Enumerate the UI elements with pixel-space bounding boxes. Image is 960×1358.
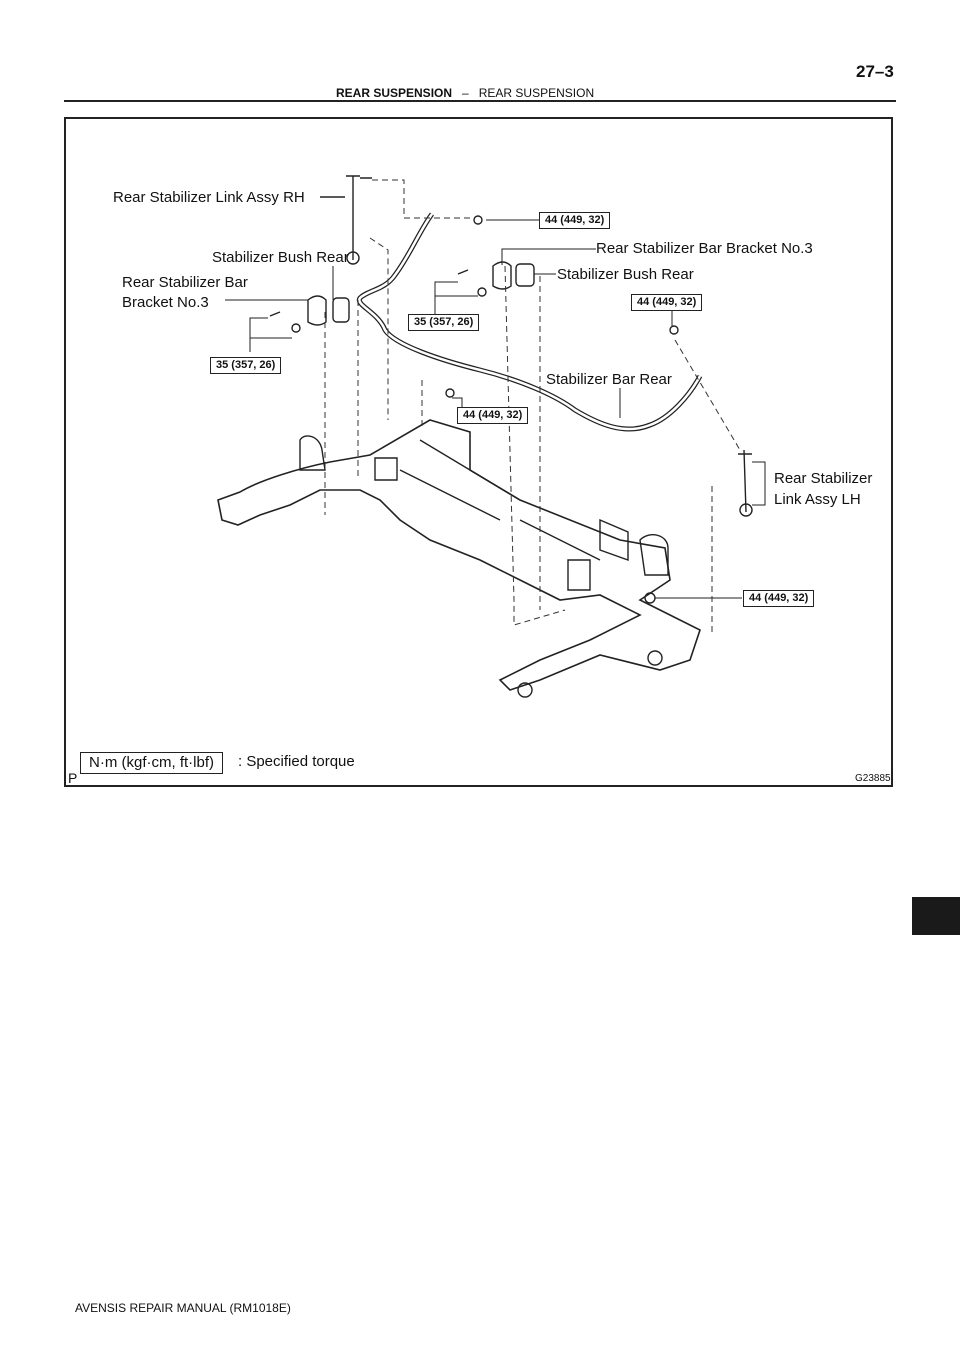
torque-badge: 44 (449, 32) xyxy=(457,407,529,424)
header-rule xyxy=(64,100,896,102)
label-bush-rear-right: Stabilizer Bush Rear xyxy=(557,266,694,283)
bracket-left-drawing xyxy=(307,295,327,326)
label-link-rh: Rear Stabilizer Link Assy RH xyxy=(113,189,305,206)
link-lh-drawing xyxy=(738,449,753,517)
subframe-drawing xyxy=(217,419,701,691)
label-bush-rear-left: Stabilizer Bush Rear xyxy=(212,249,349,266)
label-bracket-left-line1: Rear Stabilizer Bar xyxy=(122,274,248,291)
label-bracket-right: Rear Stabilizer Bar Bracket No.3 xyxy=(596,240,813,257)
leader-t2 xyxy=(249,317,292,352)
footer-manual-title: AVENSIS REPAIR MANUAL (RM1018E) xyxy=(75,1301,291,1315)
torque-badge: 44 (449, 32) xyxy=(743,590,815,607)
figure-frame xyxy=(64,117,893,787)
label-link-lh-line1: Rear Stabilizer xyxy=(774,470,873,487)
section-tab-marker xyxy=(912,897,960,935)
leader-t4 xyxy=(434,281,478,314)
leader-bracket-right xyxy=(501,248,596,265)
torque-unit-legend-box: N·m (kgf·cm, ft·lbf) xyxy=(80,752,223,774)
torque-legend-text: : Specified torque xyxy=(238,753,355,770)
label-bar-rear: Stabilizer Bar Rear xyxy=(546,371,672,388)
bush-right-drawing xyxy=(515,263,535,287)
torque-badge: 44 (449, 32) xyxy=(539,212,611,229)
section-title-bold: REAR SUSPENSION xyxy=(336,86,453,100)
torque-badge: 35 (357, 26) xyxy=(210,357,282,374)
leader-link-lh xyxy=(752,461,766,506)
torque-badge: 44 (449, 32) xyxy=(631,294,703,311)
section-subtitle: REAR SUSPENSION xyxy=(478,86,595,100)
page-number: 27–3 xyxy=(856,62,894,81)
torque-badge: 35 (357, 26) xyxy=(408,314,480,331)
bracket-right-drawing xyxy=(492,261,512,290)
label-link-lh-line2: Link Assy LH xyxy=(774,491,861,508)
figure-code: G23885 xyxy=(855,773,891,784)
figure-corner-letter: P xyxy=(68,770,78,786)
section-separator: – xyxy=(462,86,469,100)
bush-left-drawing xyxy=(332,297,350,323)
label-bracket-left-line2: Bracket No.3 xyxy=(122,294,209,311)
link-rh-drawing xyxy=(346,175,372,265)
leader-t5 xyxy=(452,397,463,408)
bolt-drawing xyxy=(269,215,679,604)
section-header: REAR SUSPENSION – REAR SUSPENSION xyxy=(336,86,594,100)
